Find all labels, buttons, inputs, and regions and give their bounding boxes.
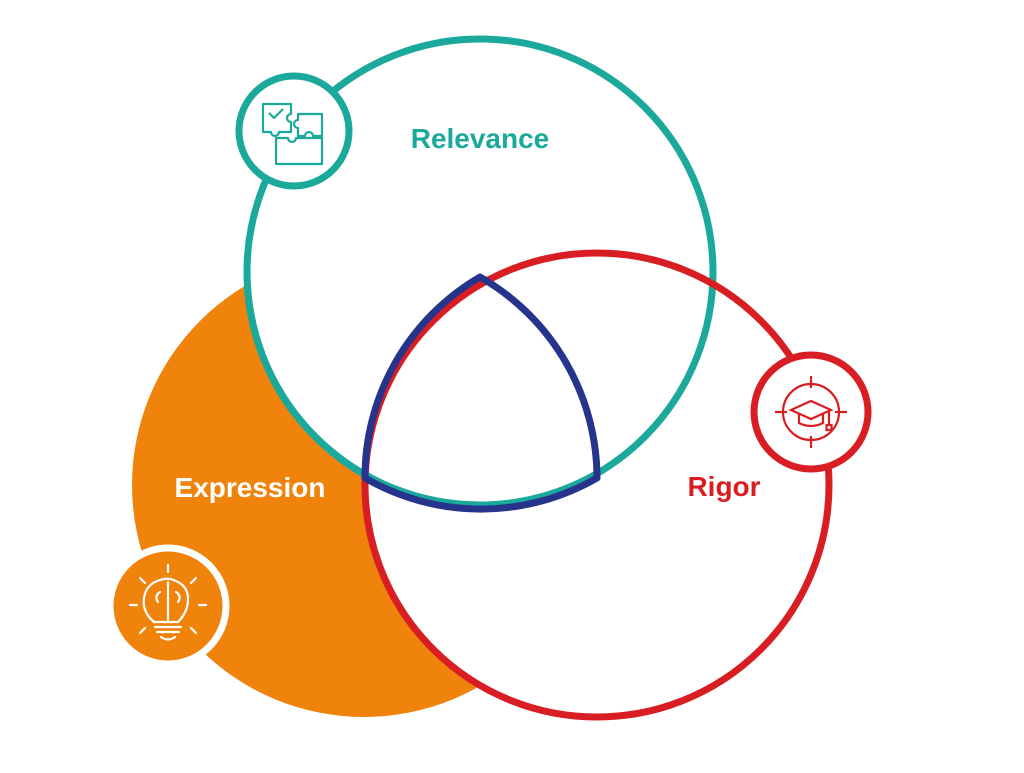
expression-badge — [106, 544, 230, 668]
center-intersection — [361, 273, 601, 513]
puzzle-pieces-icon — [261, 102, 324, 166]
rigor-circle — [361, 249, 833, 721]
expression-label: Expression — [175, 472, 326, 503]
rigor-label: Rigor — [687, 471, 760, 502]
graduation-cap-target-icon — [775, 376, 847, 448]
relevance-label: Relevance — [411, 123, 550, 154]
lightbulb-brain-icon — [128, 563, 208, 641]
relevance-badge — [235, 72, 353, 190]
rigor-badge — [750, 351, 872, 473]
